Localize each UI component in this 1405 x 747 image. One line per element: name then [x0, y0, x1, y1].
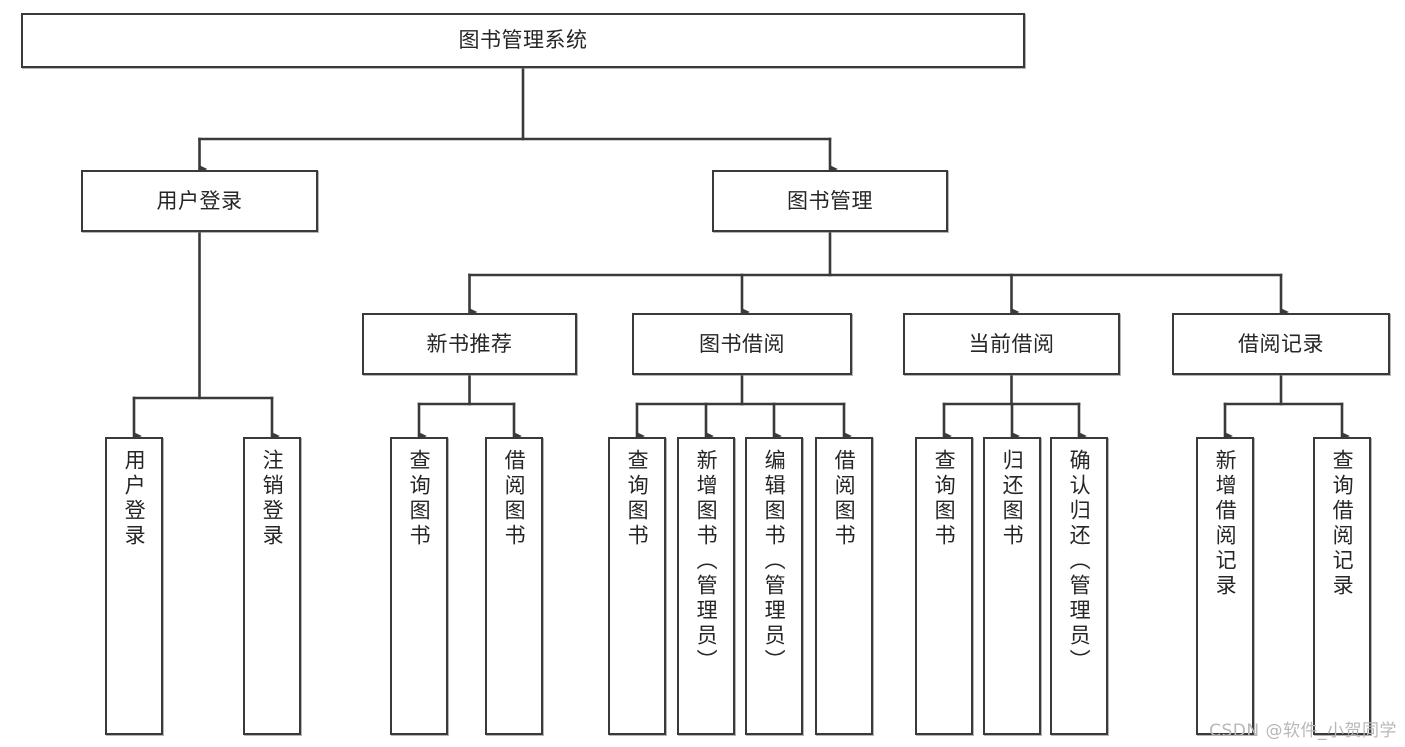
node-label: 图书借阅	[699, 331, 785, 356]
node-label: 用户登录	[156, 188, 243, 213]
node-n-current-borrow[interactable]: 当前借阅	[903, 313, 1120, 375]
node-root[interactable]: 图书管理系统	[21, 13, 1025, 68]
node-label: 查询图书	[932, 449, 957, 549]
node-label: 用户登录	[122, 449, 147, 549]
node-label: 借阅记录	[1238, 331, 1324, 356]
node-label: 查询图书	[407, 449, 432, 549]
node-n-book-borrow[interactable]: 图书借阅	[632, 313, 852, 375]
node-label: 当前借阅	[968, 331, 1055, 356]
node-n-book-mgmt[interactable]: 图书管理	[712, 170, 948, 232]
node-label: 借阅图书	[832, 449, 857, 549]
node-label: 借阅图书	[502, 449, 527, 549]
node-label: 图书管理系统	[458, 28, 588, 53]
node-l-add-record[interactable]: 新增借阅记录	[1196, 437, 1254, 735]
node-label: 新书推荐	[426, 331, 513, 356]
node-n-borrow-record[interactable]: 借阅记录	[1172, 313, 1390, 375]
node-n-user-login[interactable]: 用户登录	[81, 170, 318, 232]
node-l-user-logout[interactable]: 注销登录	[243, 437, 301, 735]
node-l-borrow-book-2[interactable]: 借阅图书	[815, 437, 873, 735]
node-label: 查询借阅记录	[1330, 449, 1355, 599]
node-l-query-book-2[interactable]: 查询图书	[608, 437, 666, 735]
node-l-edit-book[interactable]: 编辑图书（管理员）	[745, 437, 803, 735]
node-label: 编辑图书（管理员）	[762, 449, 787, 674]
node-l-query-book-3[interactable]: 查询图书	[915, 437, 973, 735]
node-label: 查询图书	[625, 449, 650, 549]
node-l-query-book-1[interactable]: 查询图书	[390, 437, 448, 735]
node-l-borrow-book-1[interactable]: 借阅图书	[485, 437, 543, 735]
node-label: 确认归还（管理员）	[1067, 449, 1092, 674]
watermark-text: CSDN @软件_小贺同学	[1209, 721, 1397, 741]
node-l-user-login[interactable]: 用户登录	[105, 437, 163, 735]
node-label: 注销登录	[260, 449, 285, 549]
node-l-add-book[interactable]: 新增图书（管理员）	[677, 437, 735, 735]
node-label: 新增图书（管理员）	[694, 449, 719, 674]
node-n-new-book-rec[interactable]: 新书推荐	[362, 313, 577, 375]
node-label: 新增借阅记录	[1213, 449, 1238, 599]
node-l-confirm-return[interactable]: 确认归还（管理员）	[1050, 437, 1108, 735]
node-label: 图书管理	[787, 188, 873, 213]
node-l-return-book[interactable]: 归还图书	[983, 437, 1041, 735]
node-l-query-record[interactable]: 查询借阅记录	[1313, 437, 1371, 735]
node-label: 归还图书	[1000, 449, 1025, 549]
